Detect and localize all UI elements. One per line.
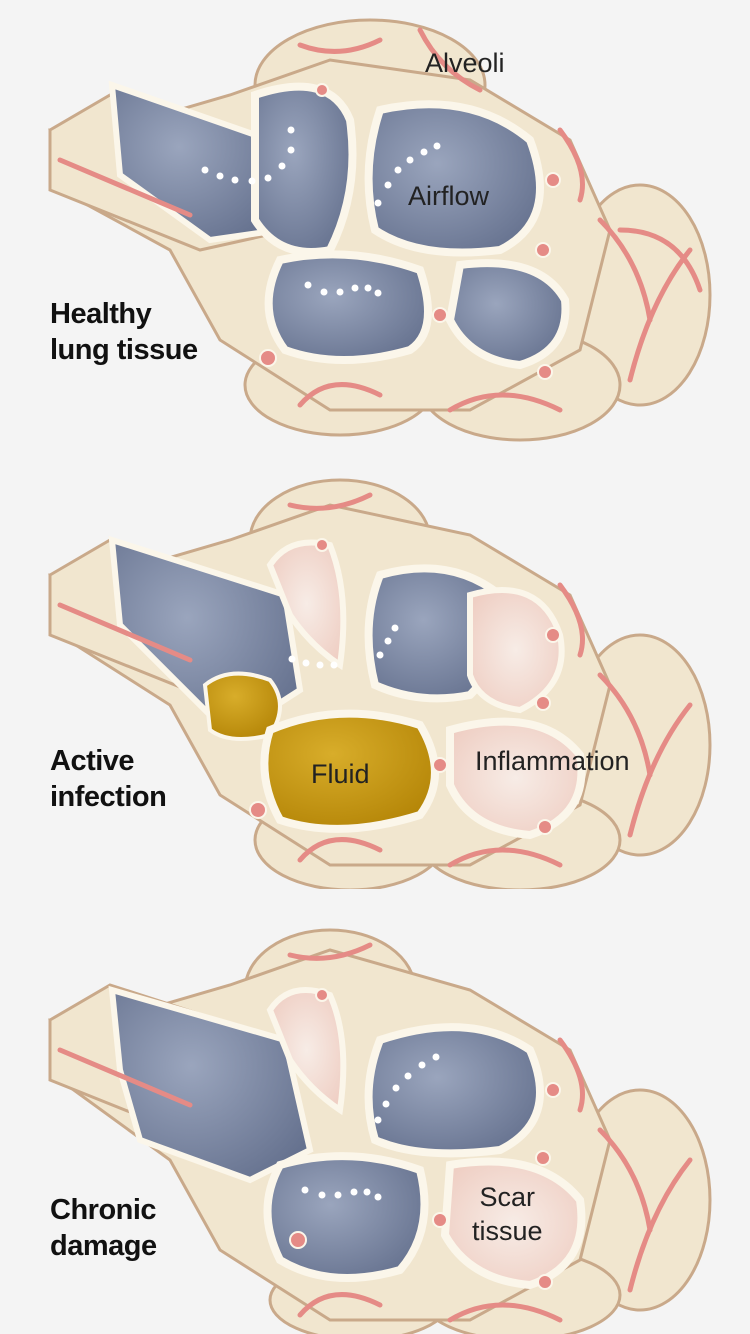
label-line-1: Active (50, 745, 135, 777)
label-line-1: Healthy (50, 298, 152, 330)
airflow-label: Airflow (408, 181, 490, 211)
label-line-2: damage (50, 1230, 157, 1262)
infected-lung-illustration (48, 478, 712, 889)
chronic-panel: Scar tissue Chronic damage (0, 890, 750, 1334)
scar-line-2: tissue (472, 1216, 543, 1246)
scar-line-1: Scar (479, 1182, 536, 1212)
fluid-label: Fluid (311, 759, 370, 789)
damaged-lung-illustration (48, 928, 712, 1334)
infection-panel: Fluid Inflammation Active infection (0, 445, 750, 889)
inflammation-label: Inflammation (475, 746, 630, 776)
label-line-2: infection (50, 781, 167, 813)
chronic-damage-label: Chronic damage (50, 1192, 157, 1264)
healthy-lung-tissue-label: Healthy lung tissue (50, 296, 198, 368)
scar-tissue-label: Scar tissue (472, 1180, 543, 1248)
label-line-1: Chronic (50, 1194, 157, 1226)
healthy-lung-illustration (48, 18, 712, 442)
alveoli-label: Alveoli (425, 48, 505, 78)
healthy-panel: Alveoli Airflow Healthy lung tissue (0, 0, 750, 444)
label-line-2: lung tissue (50, 334, 198, 366)
active-infection-label: Active infection (50, 743, 167, 815)
